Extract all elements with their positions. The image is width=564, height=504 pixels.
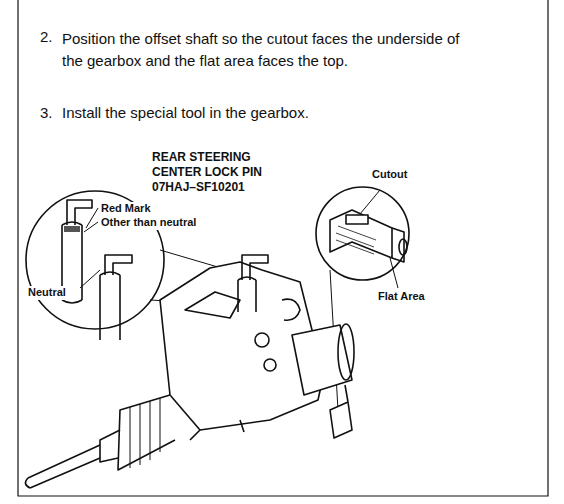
tool-label: REAR STEERING CENTER LOCK PIN 07HAJ–SF10… xyxy=(152,150,302,195)
step-text: Install the special tool in the gearbox. xyxy=(62,104,462,123)
part-label: Neutral xyxy=(27,286,67,300)
step-number: 3. xyxy=(40,104,60,123)
part-label: Cutout xyxy=(371,168,408,182)
part-label: Other than neutral xyxy=(100,216,197,230)
part-label: Flat Area xyxy=(377,290,426,304)
step-number: 2. xyxy=(40,28,60,47)
part-label: Red Mark xyxy=(100,202,152,216)
step-text: Position the offset shaft so the cutout … xyxy=(62,28,462,72)
circle-outline xyxy=(315,186,410,281)
inset-circle: Red MarkOther than neutralNeutral xyxy=(25,190,165,330)
inset-circle: CutoutFlat Area xyxy=(315,186,410,281)
